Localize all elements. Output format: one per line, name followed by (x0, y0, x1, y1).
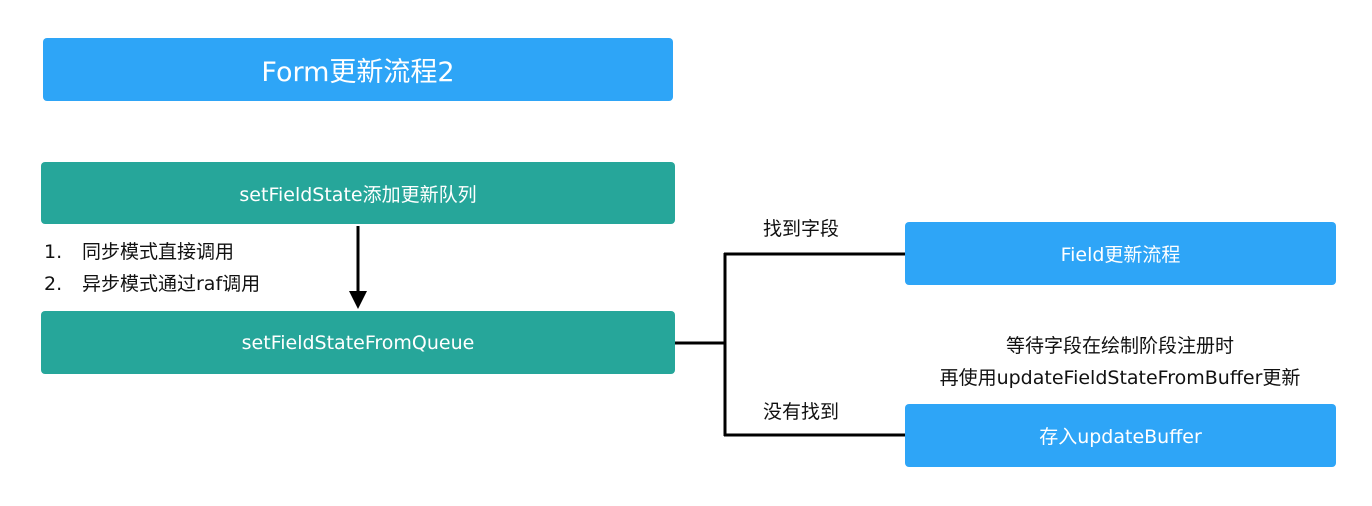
node-set-field-state: setFieldState添加更新队列 (41, 162, 675, 224)
buffer-note-line: 再使用updateFieldStateFromBuffer更新 (939, 367, 1301, 389)
branch-label-found: 找到字段 (763, 218, 840, 240)
note-number: 1. (44, 241, 63, 263)
note-number: 2. (44, 273, 63, 295)
node-update-buffer: 存入updateBuffer (905, 404, 1336, 467)
note-text: 异步模式通过raf调用 (82, 273, 261, 295)
note-item: 1. 同步模式直接调用 (44, 236, 260, 268)
node-set-field-state-from-queue: setFieldStateFromQueue (41, 311, 675, 374)
buffer-note: 等待字段在绘制阶段注册时 再使用updateFieldStateFromBuff… (880, 330, 1360, 394)
note-item: 2. 异步模式通过raf调用 (44, 268, 260, 300)
call-mode-notes: 1. 同步模式直接调用 2. 异步模式通过raf调用 (44, 236, 260, 300)
note-text: 同步模式直接调用 (82, 241, 235, 263)
branch-label-not-found: 没有找到 (763, 401, 840, 423)
diagram-title: Form更新流程2 (43, 38, 673, 101)
node-field-update-flow: Field更新流程 (905, 222, 1336, 285)
arrowhead-down (349, 291, 367, 309)
buffer-note-line: 等待字段在绘制阶段注册时 (1005, 335, 1234, 357)
